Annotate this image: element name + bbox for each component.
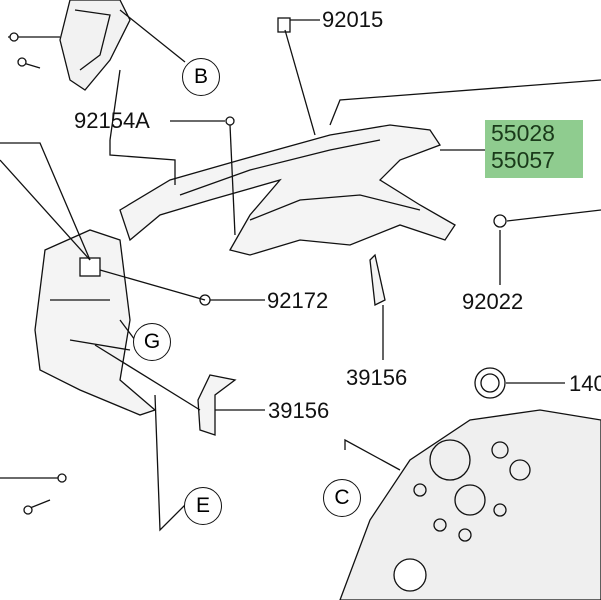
callout-b[interactable]: B (182, 58, 220, 96)
highlighted-part-group: 55028 55057 (485, 120, 583, 178)
part-number-55057[interactable]: 55057 (491, 147, 555, 173)
callout-g[interactable]: G (133, 323, 171, 361)
part-number-140[interactable]: 140 (569, 371, 601, 396)
part-number-39156[interactable]: 39156 (268, 398, 330, 423)
part-number-92172[interactable]: 92172 (267, 288, 329, 313)
part-number-39156[interactable]: 39156 (346, 365, 408, 390)
part-number-92015[interactable]: 92015 (322, 7, 384, 32)
callout-c[interactable]: C (323, 479, 361, 517)
part-number-92154a[interactable]: 92154A (74, 108, 150, 133)
part-number-92022[interactable]: 92022 (462, 289, 524, 314)
callout-e[interactable]: E (184, 487, 222, 525)
part-number-55028[interactable]: 55028 (491, 120, 555, 146)
